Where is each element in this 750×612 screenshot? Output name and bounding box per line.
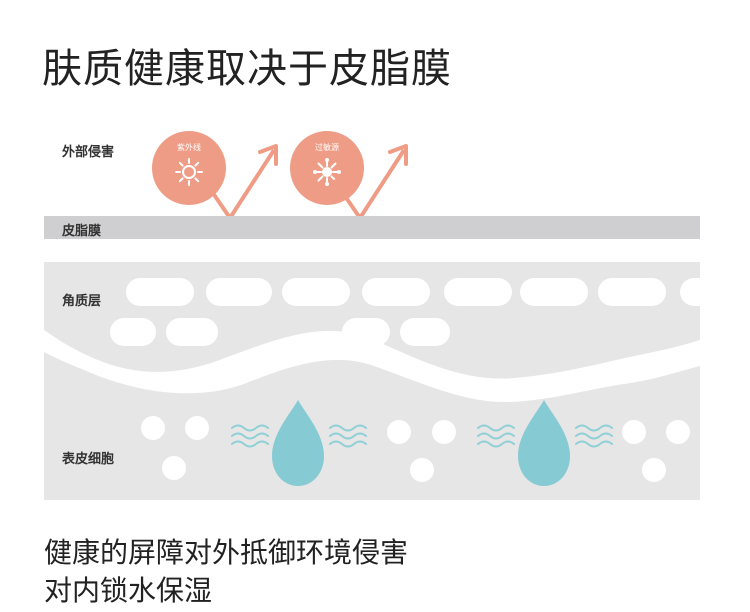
- uv-badge-label: 紫外线: [177, 143, 201, 152]
- virus-icon: [313, 158, 341, 186]
- uv-badge: 紫外线: [152, 131, 226, 205]
- external-threat-label: 外部侵害: [62, 145, 115, 160]
- skin-layers-illustration: [44, 278, 700, 486]
- allergen-badge: 过敏源: [290, 131, 364, 205]
- water-droplet-icon: [518, 400, 570, 486]
- footer-line-1: 健康的屏障对外抵御环境侵害: [44, 536, 409, 569]
- moisture-wave-marks: [231, 424, 613, 448]
- stratum-corneum-label: 角质层: [62, 294, 102, 309]
- deflection-arrow: [332, 144, 408, 220]
- sun-icon: [175, 158, 203, 186]
- wavy-boundary: [44, 330, 700, 402]
- footer-caption: 健康的屏障对外抵御环境侵害 对内锁水保湿: [44, 534, 408, 610]
- epidermis-label: 表皮细胞: [62, 452, 115, 467]
- allergen-badge-label: 过敏源: [315, 143, 339, 152]
- sebum-label: 皮脂膜: [62, 224, 102, 239]
- sebum-membrane-band: 皮脂膜: [44, 216, 700, 239]
- epidermis-cells: [141, 416, 690, 482]
- stratum-corneum-cells: [110, 278, 700, 346]
- deflection-arrow: [202, 144, 278, 220]
- skin-layers-band: 角质层 表皮细胞: [44, 262, 700, 500]
- footer-line-2: 对内锁水保湿: [44, 574, 213, 607]
- water-droplet-icon: [272, 400, 324, 486]
- page-title: 肤质健康取决于皮脂膜: [42, 46, 452, 92]
